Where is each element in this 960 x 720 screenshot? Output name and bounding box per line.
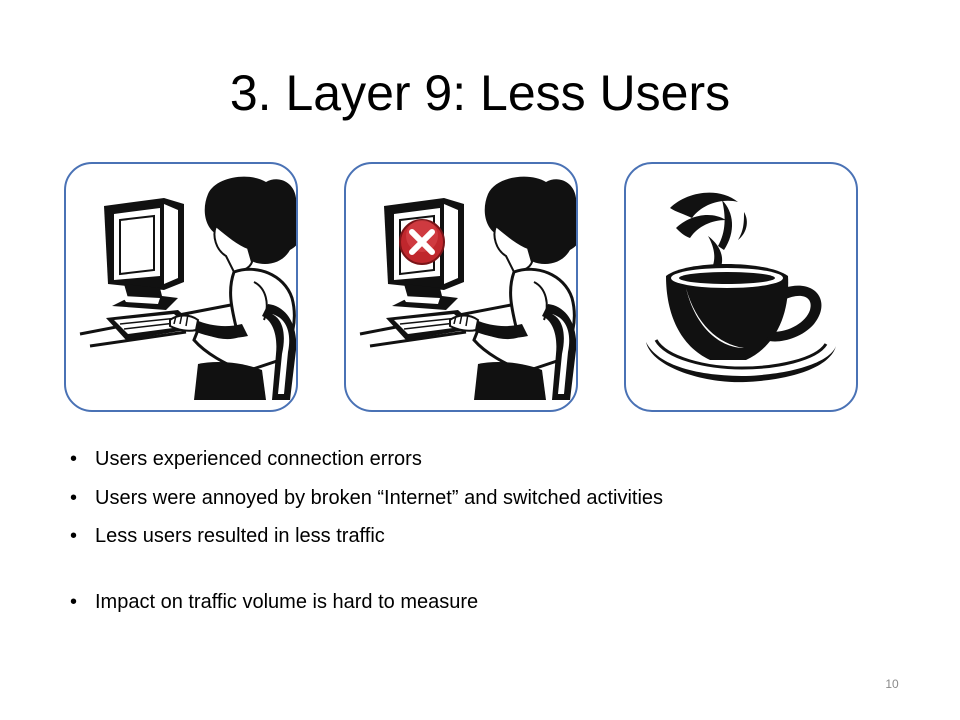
list-item: • Less users resulted in less traffic: [70, 522, 663, 550]
user-at-computer-panel: [64, 162, 298, 412]
bullet-marker: •: [70, 487, 78, 509]
coffee-break-panel: [624, 162, 858, 412]
bullet-text: Users were annoyed by broken “Internet” …: [95, 487, 664, 509]
user-at-computer-error-panel: [344, 162, 578, 412]
bullet-marker: •: [70, 448, 78, 470]
bullet-text: Users experienced connection errors: [95, 448, 422, 470]
list-item: • Impact on traffic volume is hard to me…: [70, 588, 663, 616]
page-number: 10: [885, 677, 899, 691]
bullet-marker: •: [70, 525, 78, 547]
list-item: • Users were annoyed by broken “Internet…: [70, 484, 663, 512]
bullet-text: Less users resulted in less traffic: [95, 525, 385, 547]
user-at-computer-icon: [78, 175, 296, 402]
coffee-cup-icon: [646, 192, 836, 383]
slide-title: 3. Layer 9: Less Users: [229, 65, 731, 121]
bullet-marker: •: [70, 591, 78, 613]
list-item: • Users experienced connection errors: [70, 445, 663, 473]
error-x-icon: [399, 219, 445, 265]
user-at-computer-error-icon: [358, 175, 576, 402]
bullet-text: Impact on traffic volume is hard to meas…: [95, 591, 479, 613]
bullet-list: • Users experienced connection errors • …: [70, 445, 663, 616]
